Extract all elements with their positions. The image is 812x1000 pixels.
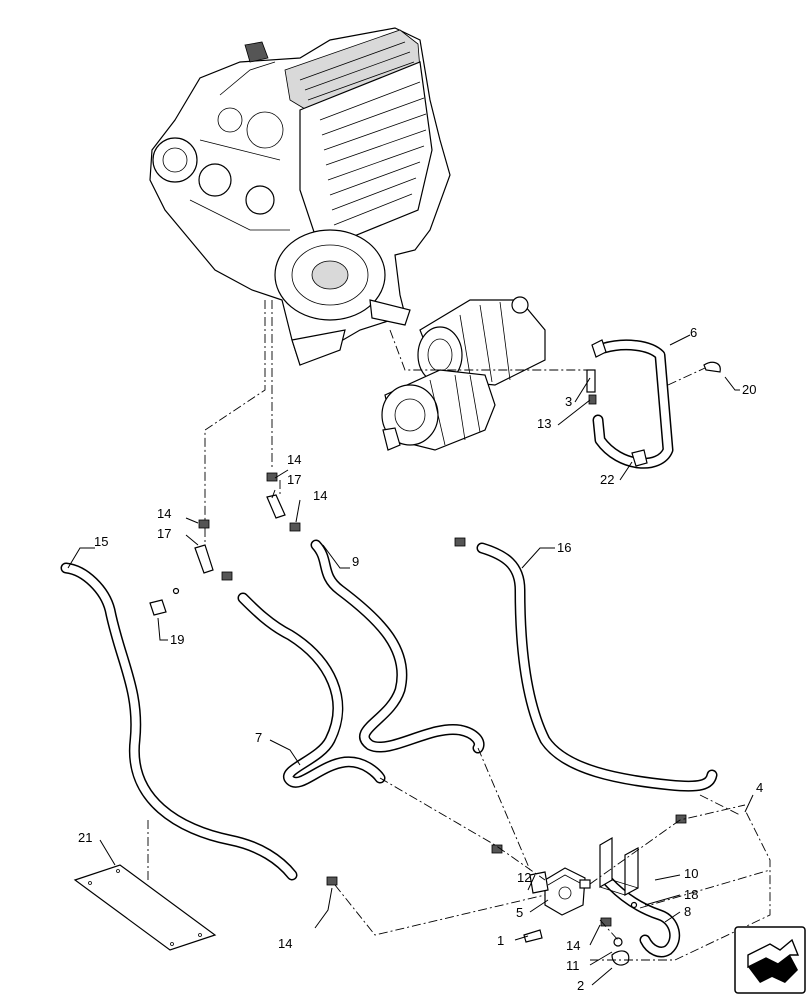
callout-14d: 14 [278, 936, 292, 951]
callout-22: 22 [600, 472, 614, 487]
hose-8 [601, 874, 681, 958]
fitting-3 [586, 369, 596, 393]
callout-11: 11 [566, 958, 580, 973]
leader-lines [67, 334, 754, 986]
callout-8: 8 [684, 904, 691, 919]
nut-11 [613, 937, 623, 947]
clamp-2 [611, 950, 630, 966]
callout-21: 21 [78, 830, 92, 845]
callout-20: 20 [742, 382, 756, 397]
callout-10: 10 [684, 866, 698, 881]
hose-6-assembly [586, 339, 721, 469]
callout-19: 19 [170, 632, 184, 647]
callout-3: 3 [565, 394, 572, 409]
hose-7 [237, 592, 386, 788]
callout-14b: 14 [313, 488, 327, 503]
cover-plate-21 [73, 864, 217, 951]
bolt-1 [523, 929, 543, 943]
callout-9: 9 [352, 554, 359, 569]
hose-15 [60, 562, 298, 881]
callout-14a: 14 [287, 452, 301, 467]
clamp-13 [588, 394, 597, 405]
mounting-bracket-10 [599, 836, 639, 966]
callout-17a: 17 [287, 472, 301, 487]
callout-16: 16 [557, 540, 571, 555]
callout-6: 6 [690, 325, 697, 340]
callout-labels: 15 9 16 6 20 3 13 22 19 14 17 14 14 17 7… [78, 325, 763, 993]
routing-lines [147, 300, 771, 961]
valve-block-5 [523, 867, 591, 943]
cap-20 [703, 361, 721, 373]
callout-14e: 14 [566, 938, 580, 953]
callout-15: 15 [94, 534, 108, 549]
hose-9 [310, 539, 485, 754]
callout-14c: 14 [157, 506, 171, 521]
bracket-19 [149, 599, 167, 616]
callout-18: 18 [684, 887, 698, 902]
callout-17b: 17 [157, 526, 171, 541]
engine-assembly [149, 27, 451, 366]
callout-1: 1 [497, 933, 504, 948]
hose-16 [476, 542, 718, 792]
callout-4: 4 [756, 780, 763, 795]
callout-2: 2 [577, 978, 584, 993]
washer-18 [630, 901, 638, 909]
callout-7: 7 [255, 730, 262, 745]
callout-13: 13 [537, 416, 551, 431]
callout-12: 12 [517, 870, 531, 885]
callout-5: 5 [516, 905, 523, 920]
plug-22 [631, 449, 648, 467]
fitting-12 [529, 871, 549, 894]
front-direction-arrow-icon [734, 926, 806, 994]
drive-motor-lower [381, 369, 496, 451]
